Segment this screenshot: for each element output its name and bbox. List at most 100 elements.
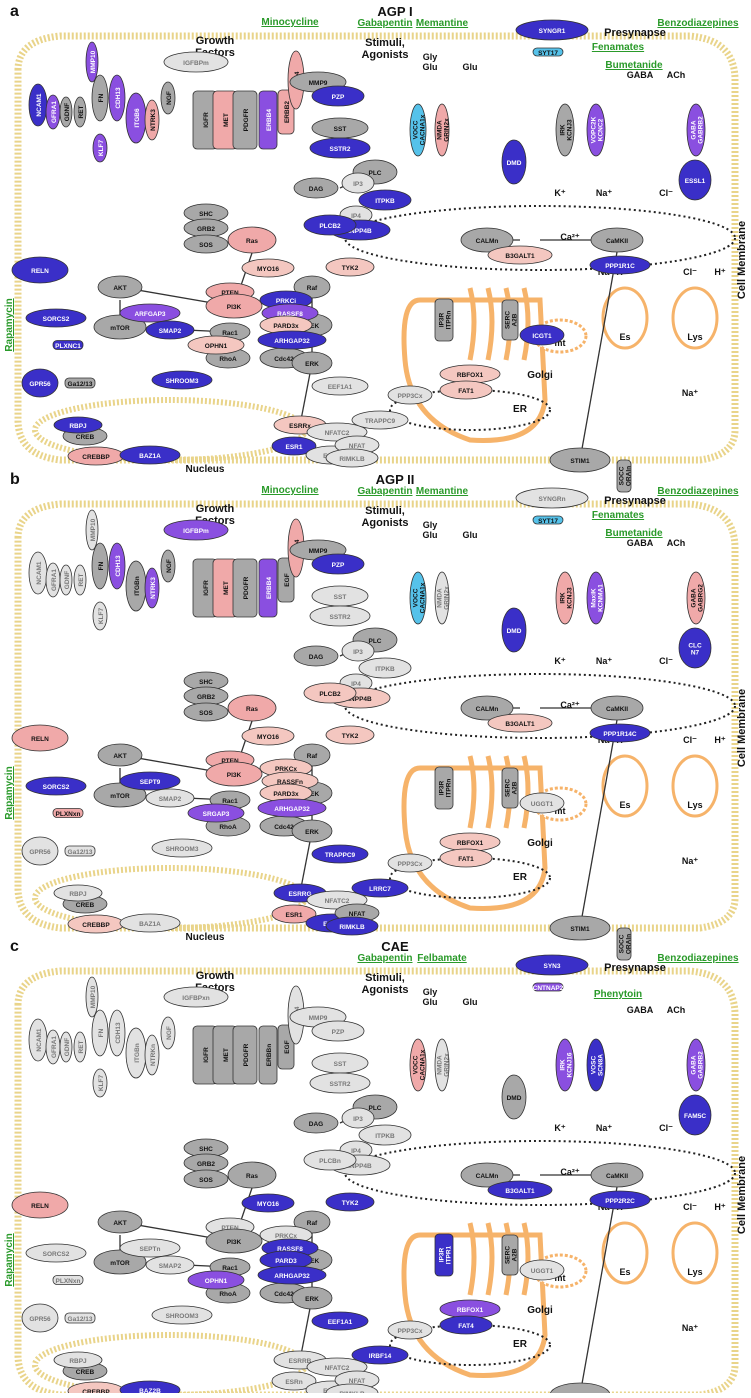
molecule-label: IRKKCNJ16 [559, 1052, 573, 1077]
molecule-node: SYT17 [532, 47, 564, 57]
molecule-node: STIM1 [549, 915, 611, 941]
molecule-label: PI3K [227, 1239, 242, 1246]
endosome-label: Es [619, 800, 630, 810]
molecule-label: UGGT1 [531, 1268, 554, 1275]
molecule-node: ERBBn [258, 1025, 278, 1085]
molecule-label: Cdc42 [274, 824, 294, 831]
ion-label: Gly [423, 52, 438, 62]
molecule-label: GDNF [64, 103, 71, 121]
pathway-edge [579, 719, 618, 929]
molecule-label: IP3 [353, 649, 363, 656]
molecule-label: EGF [284, 573, 291, 586]
molecule-shape [258, 1025, 278, 1085]
molecule-node: DMD [501, 607, 527, 653]
molecule-shape [586, 103, 606, 157]
molecule-label: INPP4B [348, 696, 372, 703]
molecule-label: IGFBPxn [182, 995, 209, 1002]
molecule-node: VOSCSCN8A [586, 1038, 606, 1092]
molecule-node: RELN [11, 724, 69, 752]
molecule-shape [341, 172, 375, 194]
ion-label: H⁺ [714, 735, 725, 745]
molecule-node: MYO16 [241, 1193, 295, 1213]
molecule-label: RET [78, 105, 85, 118]
molecule-label: SSTR2 [330, 1081, 351, 1088]
molecule-node: VOCCCACNA1x [409, 103, 427, 157]
ion-label: Cl⁻ [683, 735, 697, 745]
molecule-node: NMDAGRIN2x [434, 103, 451, 157]
molecule-label: BAZ1A [139, 453, 161, 460]
ion-label: GABA [627, 538, 654, 548]
molecule-shape [325, 448, 379, 468]
molecule-node: PPP3Cx [387, 853, 433, 873]
molecule-shape [409, 103, 427, 157]
molecule-node: IP3 [341, 1107, 375, 1129]
molecule-shape [293, 645, 339, 667]
molecule-label: EGF [284, 1040, 291, 1053]
molecule-label: PZP [332, 94, 345, 101]
molecule-label: ERBB4 [266, 109, 273, 131]
molecule-node: IGFR [192, 90, 218, 150]
molecule-label: IP3RITPRn [438, 311, 452, 330]
molecule-node: GDNF [59, 96, 73, 128]
molecule-shape [311, 1020, 365, 1042]
molecule-label: Raf [307, 1220, 318, 1227]
molecule-label: NFATC2 [325, 430, 350, 437]
nucleus-label: Nucleus [186, 464, 225, 475]
molecule-label: MMP9 [309, 1015, 328, 1022]
molecule-node: SHROOM3 [151, 838, 213, 858]
molecule-node: LRRC7 [351, 878, 409, 898]
molecule-label: NMDAGRIN2x [436, 586, 450, 610]
molecule-node: BAZ1A [119, 445, 181, 465]
molecule-label: PRKCx [275, 766, 297, 773]
molecule-node: GRB2 [183, 686, 229, 706]
molecule-label: SST [334, 126, 347, 133]
molecule-label: RhoA [219, 356, 237, 363]
molecule-shape [434, 103, 450, 157]
golgi-cisterna [521, 1222, 531, 1296]
molecule-label: NMDAGRIN2x [436, 118, 450, 142]
cytosol-ca-loop [344, 1140, 736, 1206]
molecule-node: PPP1R1C [589, 255, 651, 275]
molecule-shape [11, 256, 69, 284]
molecule-shape [93, 314, 147, 340]
molecule-label: Ga12/13 [68, 381, 93, 388]
molecule-label: RBPJ [69, 891, 87, 898]
molecule-node: IP3RITPR1 [434, 1233, 454, 1277]
molecule-label: TYK2 [342, 733, 359, 740]
molecule-node: PI3K [205, 1228, 263, 1254]
ion-label: H⁺ [714, 1202, 725, 1212]
molecule-shape [277, 557, 295, 603]
molecule-label: SMAP2 [159, 1263, 182, 1270]
molecule-label: NFATC2 [325, 898, 350, 905]
molecule-node: DAG [293, 1112, 339, 1134]
ion-label: Na⁺ [596, 656, 613, 666]
molecule-shape [409, 571, 427, 625]
molecule-label: CALMn [476, 1173, 499, 1180]
molecule-label: FAM5C [684, 1113, 706, 1120]
molecule-label: NTRKn [150, 1044, 157, 1066]
molecule-node: mTOR [93, 1249, 147, 1275]
molecule-node: PPP2R2C [589, 1190, 651, 1210]
molecule-node: NCAM1 [28, 1018, 48, 1062]
molecule-node: Ga12/13 [64, 377, 96, 389]
panel-title: CAE [381, 939, 409, 954]
molecule-label: Ras [246, 1173, 258, 1180]
molecule-label: GFRA1 [51, 569, 58, 591]
molecule-label: ITPKB [375, 198, 395, 205]
molecule-label: GRB2 [197, 694, 215, 701]
molecule-label: mTOR [110, 1260, 130, 1267]
molecule-shape [151, 370, 213, 390]
molecule-label: ERK [305, 1296, 319, 1303]
golgi-cisterna [521, 287, 531, 361]
molecule-label: NGF [166, 91, 173, 105]
molecule-node: PZP [311, 85, 365, 107]
molecule-label: IGFR [203, 1047, 210, 1063]
molecule-node: AKT [97, 275, 143, 299]
stimuli-label: Stimuli,Agonists [361, 505, 408, 529]
molecule-shape [532, 47, 564, 57]
molecule-node: AKT [97, 743, 143, 767]
molecule-shape [549, 915, 611, 941]
er-label: ER [513, 1339, 528, 1350]
molecule-node: PDGFR [232, 1025, 258, 1085]
